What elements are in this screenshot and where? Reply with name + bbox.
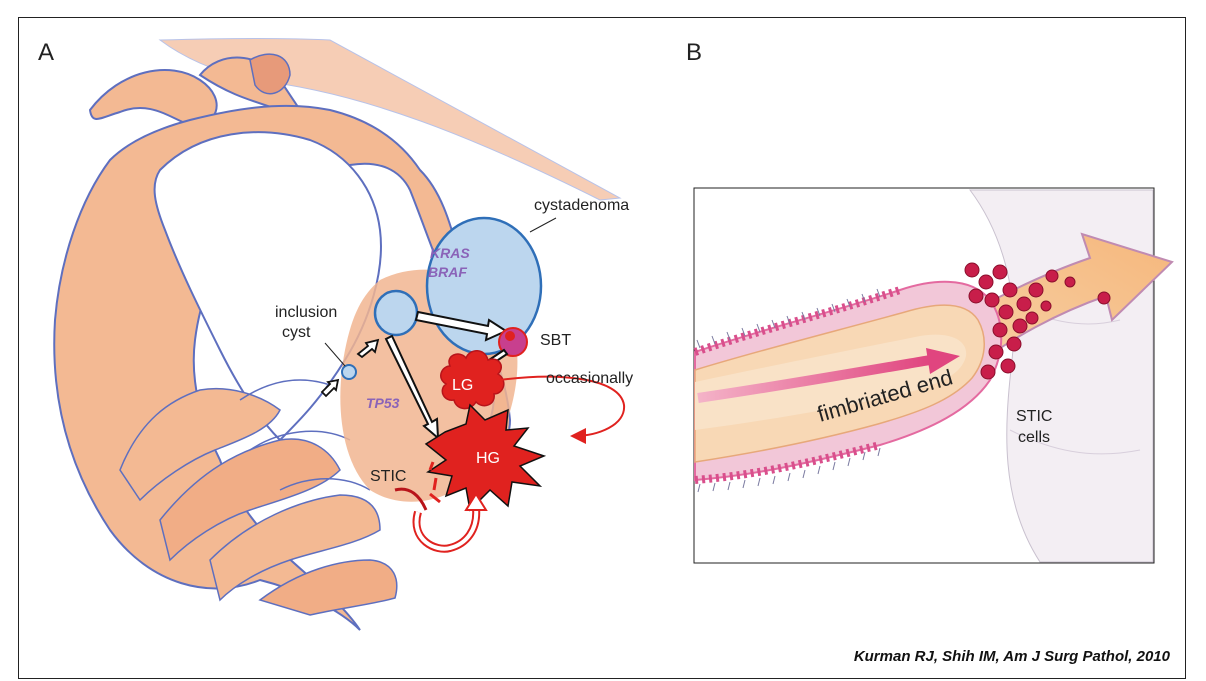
inclusion-cyst-large [375,291,417,335]
stic-cells-label-line1: STIC [1016,408,1052,425]
sbt-dot [505,331,515,341]
braf-label: BRAF [428,264,467,280]
inclusion-cyst-label-line2: cyst [282,324,311,341]
panel-a-letter: A [38,39,54,66]
stic-label: STIC [370,468,406,485]
tp53-label: TP53 [366,395,400,411]
cystadenoma-leader [530,218,556,232]
hg-label: HG [476,450,500,467]
cystadenoma-label: cystadenoma [534,197,629,214]
panel-a: A cystadenoma [38,39,633,631]
occasionally-label: occasionally [546,370,633,387]
panel-b-letter: B [686,39,702,66]
panel-b: B [686,39,1172,563]
citation: Kurman RJ, Shih IM, Am J Surg Pathol, 20… [854,648,1170,665]
fallopian-tube-illustration [54,39,620,631]
sbt-label: SBT [540,332,571,349]
lg-label: LG [452,377,473,394]
stic-cells-label-line2: cells [1018,429,1050,446]
kras-label: KRAS [430,245,470,261]
inclusion-cyst-small [342,365,356,379]
inclusion-cyst-label-line1: inclusion [275,304,337,321]
